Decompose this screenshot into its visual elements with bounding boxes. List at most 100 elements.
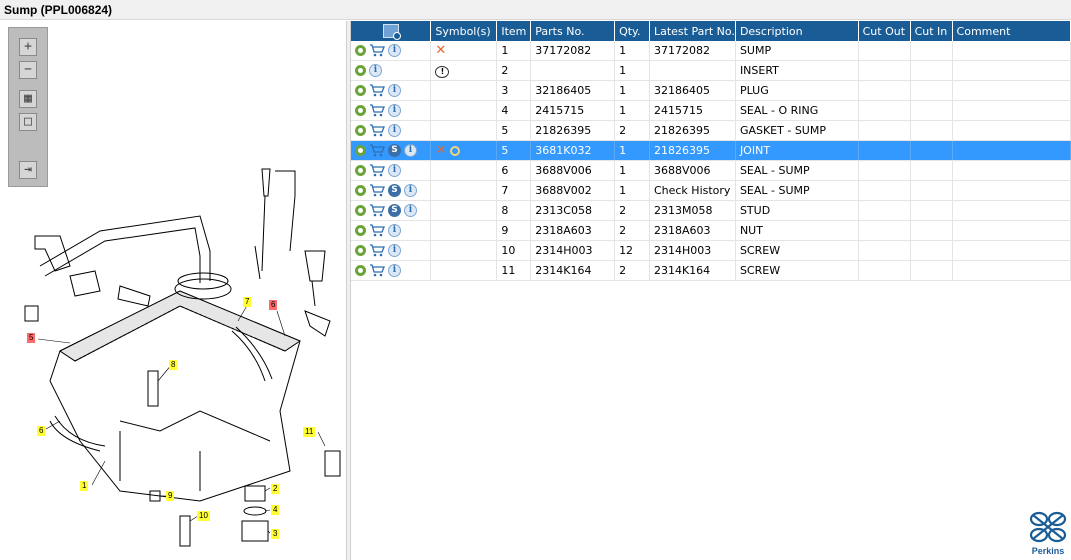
info-icon[interactable]: i: [388, 264, 401, 278]
cut-out-cell: [858, 80, 911, 101]
info-icon[interactable]: i: [404, 184, 417, 198]
cut-out-cell: [858, 200, 911, 221]
column-header-parts-no[interactable]: Parts No.: [530, 21, 616, 41]
callout-label[interactable]: 6: [269, 300, 278, 310]
supersession-icon[interactable]: S: [388, 144, 401, 158]
callout-label[interactable]: 6: [37, 426, 46, 436]
gear-icon[interactable]: [355, 145, 366, 157]
comment-cell: [952, 180, 1071, 201]
cut-out-cell: [858, 160, 911, 181]
reset-view-button[interactable]: □: [19, 113, 37, 131]
latest-part-no-cell: 3688V006: [649, 160, 736, 181]
cart-icon[interactable]: [369, 84, 385, 97]
callout-label[interactable]: 2: [271, 484, 280, 494]
gear-icon[interactable]: [355, 65, 366, 77]
cart-icon[interactable]: [369, 244, 385, 257]
fit-view-button[interactable]: ▦: [19, 90, 37, 108]
diagram-panel[interactable]: + − ▦ □ ⇥: [0, 21, 346, 560]
column-header-comment[interactable]: Comment: [952, 21, 1071, 41]
cart-icon[interactable]: [369, 204, 385, 217]
callout-label[interactable]: 8: [169, 360, 178, 370]
qty-cell: 1: [614, 180, 650, 201]
info-icon[interactable]: i: [388, 44, 401, 58]
callout-label[interactable]: 9: [166, 491, 175, 501]
cut-out-cell: [858, 60, 911, 81]
info-icon[interactable]: i: [388, 164, 401, 178]
magnifier-icon[interactable]: [450, 146, 461, 156]
info-icon[interactable]: i: [388, 124, 401, 138]
callout-label[interactable]: 11: [303, 427, 316, 437]
gear-icon[interactable]: [355, 85, 366, 97]
info-icon[interactable]: i: [388, 224, 401, 238]
column-header-symbols[interactable]: Symbol(s): [430, 21, 498, 41]
cut-in-cell: [910, 80, 953, 101]
symbol-cell: [430, 240, 498, 261]
export-button[interactable]: ⇥: [19, 161, 37, 179]
zoom-in-button[interactable]: +: [19, 38, 37, 56]
panel-splitter[interactable]: [346, 21, 351, 560]
comment-bubble-icon[interactable]: !: [435, 65, 450, 78]
info-icon[interactable]: i: [369, 64, 382, 78]
cart-icon[interactable]: [369, 164, 385, 177]
gear-icon[interactable]: [355, 165, 366, 177]
column-header-latest-part-no[interactable]: Latest Part No.: [649, 21, 736, 41]
info-icon[interactable]: i: [404, 204, 417, 218]
gear-icon[interactable]: [355, 205, 366, 217]
cart-icon[interactable]: [369, 144, 385, 157]
column-header-cut-in[interactable]: Cut In: [910, 21, 953, 41]
info-icon[interactable]: i: [388, 244, 401, 258]
supersession-icon[interactable]: S: [388, 204, 401, 218]
cut-out-cell: [858, 41, 911, 61]
callout-label[interactable]: 4: [271, 505, 280, 515]
callout-label[interactable]: 1: [80, 481, 89, 491]
gear-icon[interactable]: [355, 225, 366, 237]
zoom-out-button[interactable]: −: [19, 61, 37, 79]
cart-icon[interactable]: [369, 44, 385, 57]
not-available-icon[interactable]: ✕: [435, 43, 447, 58]
info-icon[interactable]: i: [388, 84, 401, 98]
cart-icon[interactable]: [369, 264, 385, 277]
cut-in-cell: [910, 60, 953, 81]
cart-icon[interactable]: [369, 104, 385, 117]
gear-icon[interactable]: [355, 45, 366, 57]
callout-label[interactable]: 10: [197, 511, 210, 521]
cart-icon[interactable]: [369, 224, 385, 237]
column-header-qty[interactable]: Qty.: [614, 21, 650, 41]
gear-icon[interactable]: [355, 185, 366, 197]
parts-no-cell: 3688V006: [530, 160, 616, 181]
column-header-description[interactable]: Description: [735, 21, 859, 41]
cart-icon[interactable]: [369, 184, 385, 197]
info-icon[interactable]: i: [388, 104, 401, 118]
column-header-item[interactable]: Item: [496, 21, 532, 41]
gear-icon[interactable]: [355, 265, 366, 277]
description-cell: SEAL - O RING: [735, 100, 859, 121]
cart-icon[interactable]: [369, 124, 385, 137]
latest-part-no-cell: 2318A603: [649, 220, 736, 241]
parts-no-cell: 21826395: [530, 120, 616, 141]
info-icon[interactable]: i: [404, 144, 417, 158]
search-parts-icon[interactable]: [382, 24, 401, 40]
supersession-icon[interactable]: S: [388, 184, 401, 198]
column-header-cut-out[interactable]: Cut Out: [858, 21, 911, 41]
column-header-search[interactable]: [351, 21, 432, 41]
cut-out-cell: [858, 140, 911, 161]
gear-icon[interactable]: [355, 105, 366, 117]
callout-label[interactable]: 5: [27, 333, 36, 343]
callout-label[interactable]: 3: [271, 529, 280, 539]
gear-icon[interactable]: [355, 245, 366, 257]
gear-icon[interactable]: [355, 125, 366, 137]
not-available-icon[interactable]: ✕: [435, 143, 447, 158]
callout-label[interactable]: 7: [243, 297, 252, 307]
